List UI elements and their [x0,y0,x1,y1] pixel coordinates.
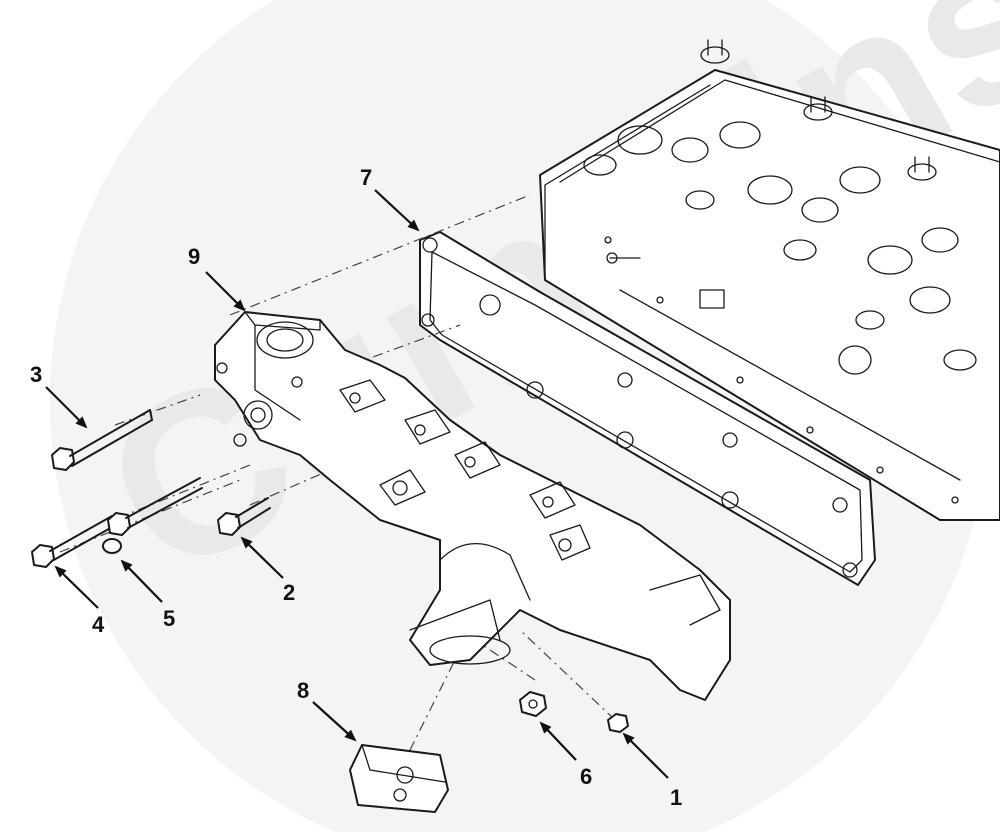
callout-8: 8 [297,678,309,703]
intake-manifold [214,311,731,701]
callout-labels: 1 2 3 4 5 6 7 8 9 [30,165,682,810]
bolt-4 [31,515,115,568]
bolt-5 [102,477,203,554]
bolt-2 [217,497,271,536]
callout-3: 3 [30,362,42,387]
callout-5: 5 [163,606,175,631]
bracket-8 [349,744,449,813]
callout-4: 4 [92,612,105,637]
fasteners [31,409,629,813]
callout-2: 2 [283,580,295,605]
callout-arrows [45,189,669,779]
callout-6: 6 [580,764,592,789]
bolt-1 [607,713,629,733]
cylinder-head [539,39,1000,521]
callout-7: 7 [360,165,372,190]
callout-9: 9 [188,244,200,269]
bolt-3 [51,409,153,471]
gasket [419,231,876,586]
callout-1: 1 [670,785,682,810]
nut-6 [519,691,547,717]
